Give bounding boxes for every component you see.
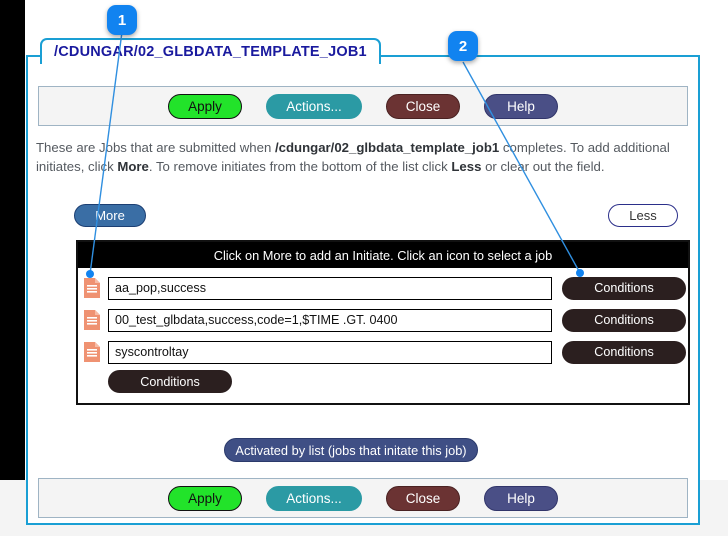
actions-button-top[interactable]: Actions... bbox=[266, 93, 362, 119]
desc-part-4: or clear out the field. bbox=[481, 159, 605, 174]
conditions-button[interactable]: Conditions bbox=[562, 308, 686, 332]
conditions-button-extra[interactable]: Conditions bbox=[108, 370, 232, 393]
callout-badge-1: 1 bbox=[107, 5, 137, 35]
more-button[interactable]: More bbox=[74, 204, 146, 227]
document-icon[interactable] bbox=[84, 310, 100, 330]
apply-button-bottom[interactable]: Apply bbox=[168, 485, 242, 511]
initiates-panel: Click on More to add an Initiate. Click … bbox=[76, 240, 690, 405]
initiate-row: Conditions bbox=[78, 336, 688, 368]
desc-job-path: /cdungar/02_glbdata_template_job1 bbox=[274, 140, 500, 155]
callout-badge-2: 2 bbox=[448, 31, 478, 61]
job-tab-label: /CDUNGAR/02_GLBDATA_TEMPLATE_JOB1 bbox=[54, 44, 367, 60]
top-button-bar: Apply Actions... Close Help bbox=[38, 86, 688, 126]
initiate-job-input[interactable] bbox=[108, 308, 552, 332]
conditions-button[interactable]: Conditions bbox=[562, 276, 686, 300]
document-icon[interactable] bbox=[84, 342, 100, 362]
conditions-button[interactable]: Conditions bbox=[562, 340, 686, 364]
job-tab[interactable]: /CDUNGAR/02_GLBDATA_TEMPLATE_JOB1 bbox=[40, 38, 381, 64]
initiate-job-input[interactable] bbox=[108, 276, 552, 300]
description-text: These are Jobs that are submitted when /… bbox=[36, 138, 688, 176]
panel-header-label: Click on More to add an Initiate. Click … bbox=[78, 242, 688, 268]
close-button-bottom[interactable]: Close bbox=[386, 485, 460, 511]
apply-button-top[interactable]: Apply bbox=[168, 93, 242, 119]
initiate-job-input[interactable] bbox=[108, 340, 552, 364]
desc-more-word: More bbox=[117, 159, 149, 174]
initiate-row: Conditions bbox=[78, 304, 688, 336]
document-icon[interactable] bbox=[84, 278, 100, 298]
activated-by-list-button[interactable]: Activated by list (jobs that initate thi… bbox=[224, 438, 478, 462]
desc-part-1: These are Jobs that are submitted when bbox=[36, 140, 275, 155]
desc-part-3: . To remove initiates from the bottom of… bbox=[148, 159, 452, 174]
left-black-band bbox=[0, 0, 25, 480]
initiates-row-list: ConditionsConditionsConditions bbox=[78, 268, 688, 368]
close-button-top[interactable]: Close bbox=[386, 93, 460, 119]
help-button-bottom[interactable]: Help bbox=[484, 485, 558, 511]
initiate-row: Conditions bbox=[78, 272, 688, 304]
actions-button-bottom[interactable]: Actions... bbox=[266, 485, 362, 511]
help-button-top[interactable]: Help bbox=[484, 93, 558, 119]
bottom-button-bar: Apply Actions... Close Help bbox=[38, 478, 688, 518]
desc-less-word: Less bbox=[451, 159, 482, 174]
less-button[interactable]: Less bbox=[608, 204, 678, 227]
